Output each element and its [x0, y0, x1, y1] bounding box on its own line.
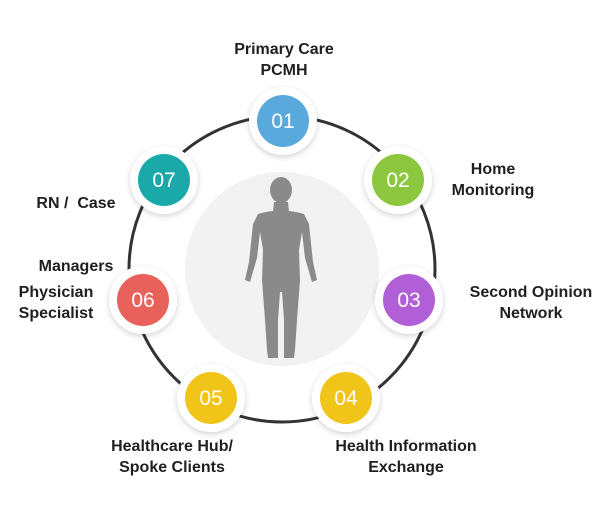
label-home-monitoring: Home Monitoring — [433, 159, 553, 201]
node-03-badge — [383, 274, 435, 326]
label-second-opinion: Second Opinion Network — [451, 282, 611, 324]
label-home-monitoring-line-2: Monitoring — [451, 182, 535, 199]
label-rn-case-managers: RN / Case Managers — [20, 151, 132, 319]
node-03: 03 — [375, 266, 443, 334]
label-rn-case-managers-line-1: RN / Case — [36, 195, 116, 212]
node-05-number: 05 — [199, 387, 222, 410]
label-healthcare-hub: Healthcare Hub/ Spoke Clients — [86, 436, 258, 478]
node-07-badge — [138, 154, 190, 206]
label-second-opinion-line-2: Network — [499, 305, 563, 322]
label-primary-care-line-2: PCMH — [260, 62, 308, 79]
node-06-number: 06 — [131, 289, 154, 312]
label-primary-care-line-1: Primary Care — [234, 41, 334, 58]
node-03-number: 03 — [397, 289, 420, 312]
node-06-badge — [117, 274, 169, 326]
label-physician-specialist: Physician Specialist — [6, 282, 106, 324]
label-primary-care: Primary Care PCMH — [186, 39, 382, 81]
label-healthcare-hub-line-1: Healthcare Hub/ — [111, 438, 233, 455]
node-02: 02 — [364, 146, 432, 214]
node-07-number: 07 — [152, 169, 175, 192]
node-05-badge — [185, 372, 237, 424]
label-health-information: Health Information Exchange — [311, 436, 501, 478]
node-05: 05 — [177, 364, 245, 432]
label-health-information-line-2: Exchange — [368, 459, 444, 476]
label-health-information-line-1: Health Information — [335, 438, 477, 455]
label-physician-specialist-line-2: Specialist — [18, 305, 94, 322]
human-figure-icon — [245, 177, 317, 358]
label-physician-specialist-line-1: Physician — [18, 284, 94, 301]
label-rn-case-managers-line-2: Managers — [38, 258, 114, 275]
label-second-opinion-line-1: Second Opinion — [469, 284, 593, 301]
node-04-number: 04 — [334, 387, 358, 410]
node-07: 07 — [130, 146, 198, 214]
node-01-number: 01 — [271, 110, 294, 133]
node-06: 06 — [109, 266, 177, 334]
node-02-number: 02 — [386, 169, 409, 192]
node-04-badge — [320, 372, 372, 424]
node-04: 04 — [312, 364, 380, 432]
node-01-badge — [257, 95, 309, 147]
node-02-badge — [372, 154, 424, 206]
label-home-monitoring-line-1: Home — [470, 161, 516, 178]
node-01: 01 — [249, 87, 317, 155]
label-healthcare-hub-line-2: Spoke Clients — [119, 459, 225, 476]
